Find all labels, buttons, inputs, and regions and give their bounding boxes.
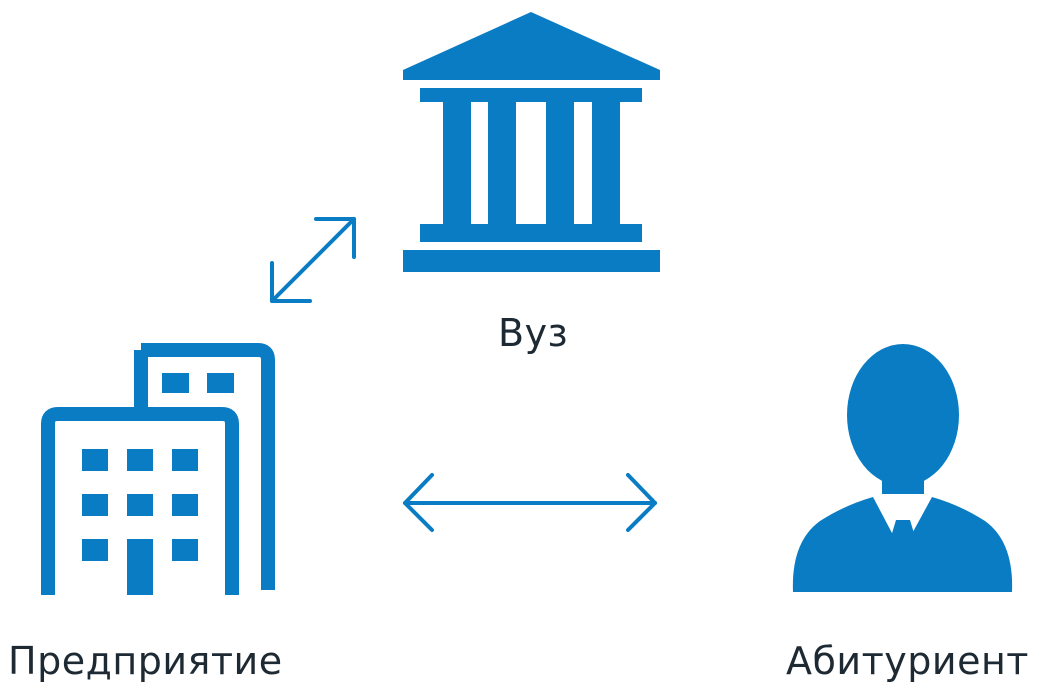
bidirectional-arrow-diagonal	[270, 217, 356, 303]
university-building-icon	[403, 12, 660, 272]
office-buildings-icon	[41, 343, 275, 595]
enterprise-label: Предприятие	[8, 639, 283, 683]
bidirectional-arrow-horizontal	[403, 473, 657, 532]
applicant-label: Абитуриент	[786, 639, 1029, 683]
university-label: Вуз	[498, 311, 569, 355]
person-icon	[792, 344, 1013, 592]
